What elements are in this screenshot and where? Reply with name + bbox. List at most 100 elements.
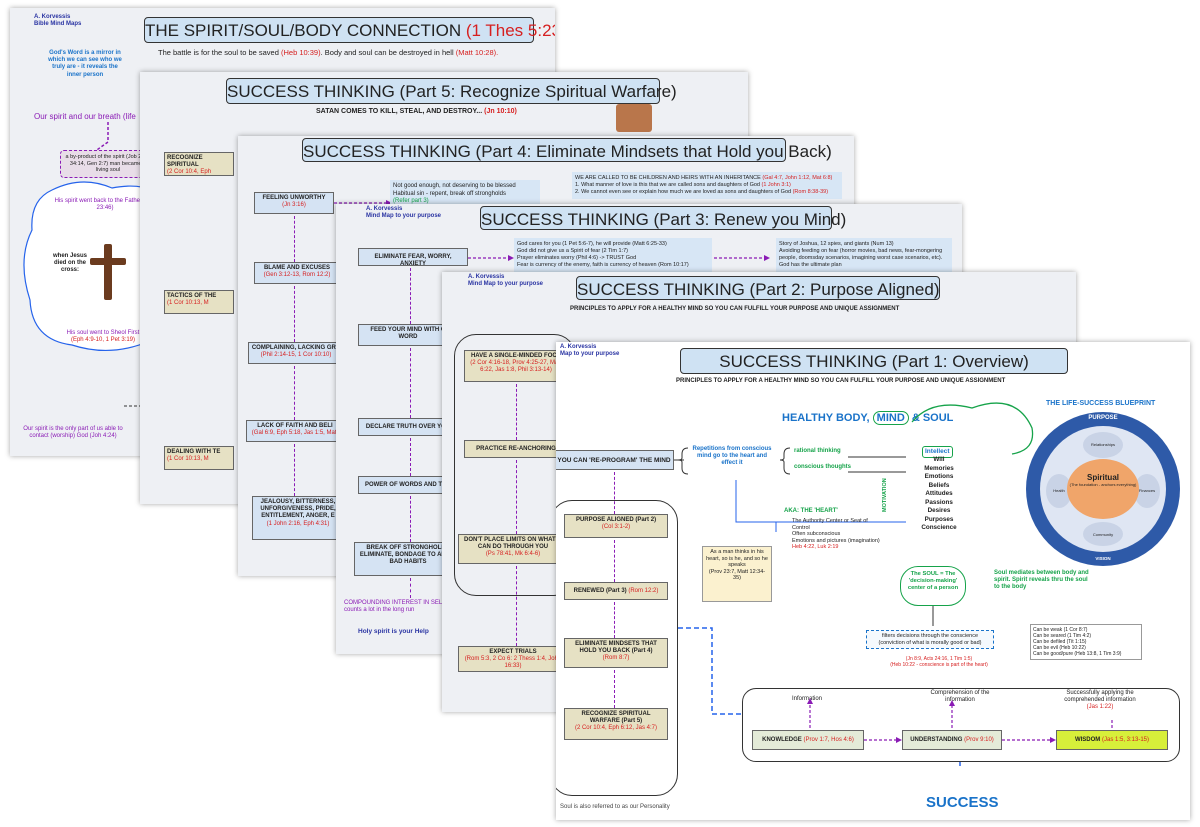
- author-label: A. Korvessis Map to your purpose: [560, 344, 619, 358]
- wheel-center: Spiritual (The foundation - anchors ever…: [1067, 459, 1139, 519]
- page-title: SUCCESS THINKING (Part 5: Recognize Spir…: [226, 78, 677, 104]
- page-title: SUCCESS THINKING (Part 1: Overview): [680, 348, 1068, 374]
- soul-attr: Conscience: [921, 524, 957, 531]
- flow-connector: [614, 472, 615, 514]
- page-title: SUCCESS THINKING (Part 3: Renew you Mind…: [480, 206, 846, 230]
- soul-mediates-note: Soul mediates between body and spirit. S…: [994, 570, 1089, 591]
- wheel-purpose: PURPOSE: [1088, 415, 1118, 421]
- knowledge-ref: (Prov 1:7, Hos 4:6): [803, 737, 854, 743]
- spirit-breath-label: Our spirit and our breath (life: [34, 112, 136, 121]
- node-ref: (2 Cor 4:16-18, Prov 4:25-27, Matt 6:22,…: [470, 360, 562, 374]
- flow-connector: [410, 348, 411, 418]
- wheel-seg-bottom: Community: [1083, 522, 1123, 546]
- note-line: Prayer eliminates worry (Phil 4:6) -> TR…: [517, 254, 637, 261]
- mind-curve: [911, 402, 1034, 455]
- rational-label: rational thinking: [794, 448, 841, 454]
- author-label: A. Korvessis Bible Mind Maps: [34, 14, 81, 28]
- node-label: COMPLAINING, LACKING GRA: [251, 345, 341, 351]
- node-ref: (Phil 2:14-15, 1 Cor 10:10): [260, 352, 332, 359]
- brace-connector: [779, 447, 791, 475]
- wheel-seg-top: Relationships: [1083, 432, 1123, 458]
- node-expect-trials: EXPECT TRIALS (Rom 5:3, 2 Co 6: 2 Thess …: [458, 646, 568, 672]
- wisdom-ref: (Jas 1:5, 3:13-15): [1101, 737, 1150, 743]
- cross-icon: [90, 244, 126, 300]
- node-jealousy: JEALOUSY, BITTERNESS, UNFORGIVENESS, PRI…: [252, 496, 344, 540]
- subtitle-ref: (Jn 10:10): [484, 108, 517, 115]
- node-declare-truth: DECLARE TRUTH OVER YOU: [358, 418, 458, 436]
- author-name: A. Korvessis: [560, 344, 597, 350]
- node-renewed: RENEWED (Part 3) (Rom 12:2): [564, 582, 668, 600]
- node-label: DON'T PLACE LIMITS ON WHAT G CAN DO THRO…: [464, 537, 562, 551]
- understanding-label: UNDERSTANDING: [910, 737, 963, 743]
- node-label: RECOGNIZE SPIRITUAL: [167, 155, 203, 169]
- node-ref: (1 John 2:16, Eph 4:31): [266, 520, 330, 527]
- heading-part: & SOUL: [911, 412, 954, 424]
- subtitle-part: . Body and soul can be destroyed in hell: [320, 48, 454, 57]
- mindmaps-label: Bible Mind Maps: [34, 21, 82, 28]
- note-ref: (1 John 3:1): [761, 181, 791, 188]
- mirror-note: God's Word is a mirror in which we can s…: [48, 50, 122, 78]
- brace-connector: [674, 447, 689, 475]
- flow-connector: [410, 268, 411, 324]
- soul-sheol-text: His soul went to Sheol First: [66, 330, 140, 336]
- title-text: THE SPIRIT/SOUL/BODY CONNECTION: [145, 21, 462, 40]
- when-jesus-label: when Jesus died on the cross:: [52, 253, 87, 274]
- note-ref: (Prov 23:7, Matt 12:34-35): [708, 568, 766, 582]
- wheel-vision: VISION: [1095, 556, 1111, 561]
- node-feed-mind: FEED YOUR MIND WITH G WORD: [358, 324, 458, 346]
- soul-arrows: [932, 606, 934, 626]
- applying-ref: (Jas 1:22): [1086, 704, 1114, 711]
- compound-note: COMPOUNDING INTEREST IN SELF I --> it co…: [344, 600, 464, 614]
- filters-box: filters decisions through the conscience…: [866, 630, 994, 650]
- filters-ref-line: (Jn 8:9, Acts 24:16, 1 Tim 1:5): [905, 656, 973, 662]
- node-reprogram: YOU CAN 'RE-PROGRAM' THE MIND: [556, 450, 674, 470]
- flow-connector: [294, 444, 295, 496]
- success-connector: [678, 627, 742, 715]
- soul-sheol-ref: (Eph 4:9-10, 1 Pet 3:19): [70, 337, 136, 344]
- wisdom-box: WISDOM (Jas 1:5, 3:13-15): [1056, 730, 1168, 750]
- flow-connector: [294, 366, 295, 420]
- node-label: DEALING WITH TE: [167, 449, 221, 455]
- subtitle-text: SATAN COMES TO KILL, STEAL, AND DESTROY.…: [316, 108, 483, 115]
- node-lack-faith: LACK OF FAITH AND BELI (Gal 6:9, Eph 5:1…: [246, 420, 344, 442]
- page-subtitle: PRINCIPLES TO APPLY FOR A HEALTHY MIND S…: [570, 306, 900, 312]
- node-single-minded: HAVE A SINGLE-MINDED FOCU (2 Cor 4:16-18…: [464, 350, 568, 382]
- filters-text: filters decisions through the conscience: [882, 633, 978, 639]
- node-label: RENEWED (Part 3): [573, 588, 627, 594]
- healthy-heading: HEALTHY BODY, MIND & SOUL: [782, 411, 954, 425]
- flow-connector: [516, 566, 517, 646]
- filters-ref-line: (Heb 10:22 - conscience is part of the h…: [890, 662, 988, 668]
- note-line: WE ARE CALLED TO BE CHILDREN AND HEIRS W…: [575, 175, 761, 181]
- subtitle-part: The battle is for the soul to be saved: [158, 48, 279, 57]
- heading-part: HEALTHY BODY,: [782, 412, 870, 424]
- flow-outline: [556, 500, 678, 796]
- flow-connector: [294, 286, 295, 342]
- flow-connector: [614, 670, 615, 708]
- node-dealing: DEALING WITH TE (1 Cor 10:13, M: [164, 446, 234, 470]
- node-label: TACTICS OF THE: [167, 293, 217, 299]
- subtitle-ref: (Matt 10:28).: [455, 48, 499, 57]
- wheel-center-sub: (The foundation - anchors everything): [1069, 482, 1137, 487]
- blueprint-wheel: Relationships Health Finances Community …: [1026, 412, 1180, 566]
- growth-arrows: [807, 698, 1113, 768]
- heirs-note: WE ARE CALLED TO BE CHILDREN AND HEIRS W…: [572, 172, 842, 199]
- node-ref: (1 Cor 10:13, M: [167, 456, 209, 463]
- understanding-box: UNDERSTANDING (Prov 9:10): [902, 730, 1002, 750]
- node-recognize: RECOGNIZE SPIRITUAL (2 Cor 10:4, Eph: [164, 152, 234, 176]
- sheet-part1: A. Korvessis Map to your purpose SUCCESS…: [556, 342, 1190, 820]
- spirit-contact-note: Our spirit is the only part of us able t…: [23, 426, 123, 440]
- growth-outline: [742, 688, 1180, 762]
- soul-sheol-note: His soul went to Sheol First (Eph 4:9-10…: [38, 330, 168, 344]
- heart-list: The Authority Center or Seat of Control …: [792, 518, 882, 551]
- note-line: God cares for you (1 Pet 5:6-7), he will…: [517, 241, 667, 247]
- understanding-ref: (Prov 9:10): [964, 737, 994, 743]
- node-label: EXPECT TRIALS: [489, 649, 537, 655]
- note-text: As a man thinks in his heart, so is he, …: [706, 549, 768, 569]
- flow-connector: [516, 460, 517, 534]
- motivation-label: MOTIVATION: [882, 478, 888, 512]
- flow-connector: [294, 216, 295, 262]
- node-blame: BLAME AND EXCUSES (Gen 3:12-13, Rom 12:2…: [254, 262, 340, 284]
- page-subtitle: The battle is for the soul to be saved (…: [158, 48, 498, 57]
- node-tactics: TACTICS OF THE (1 Cor 10:13, M: [164, 290, 234, 314]
